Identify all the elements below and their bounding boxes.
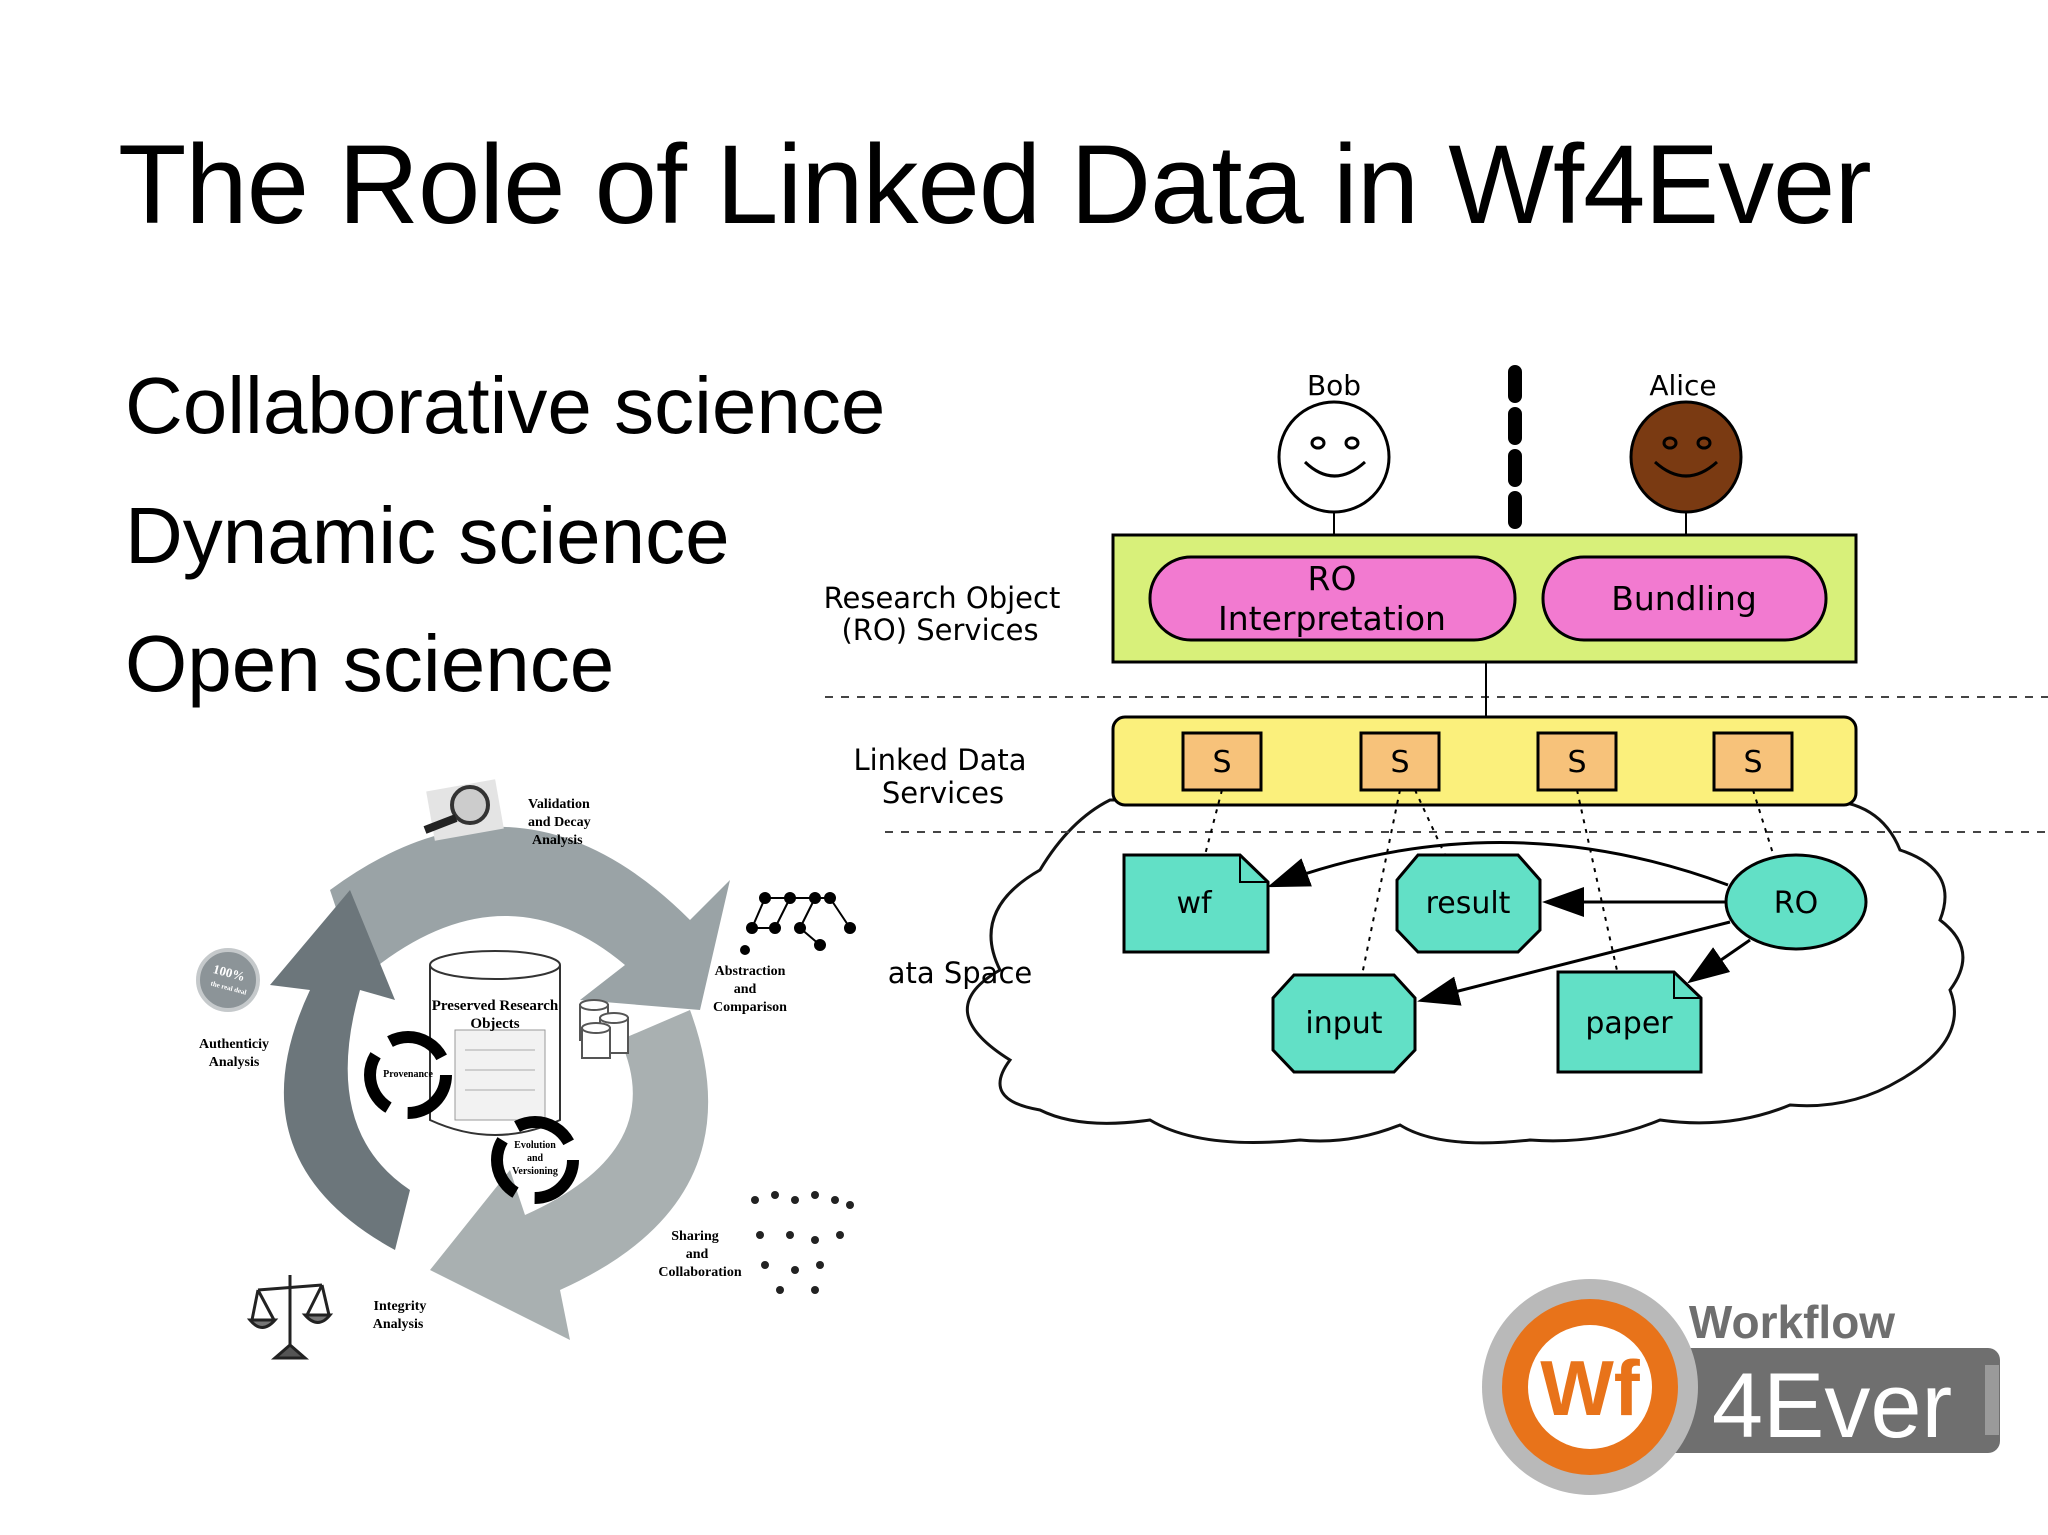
bob-label: Bob bbox=[1307, 369, 1361, 402]
service-s-1: S bbox=[1212, 745, 1231, 780]
input-label: input bbox=[1305, 1006, 1382, 1041]
validation-label-2: and Decay bbox=[528, 815, 591, 830]
authenticity-label-1: Authenticiy bbox=[199, 1037, 269, 1052]
service-s-4: S bbox=[1743, 745, 1762, 780]
sharing-label-1: Sharing bbox=[671, 1229, 718, 1244]
evolution-label-2: and bbox=[527, 1153, 544, 1164]
people-network-icon bbox=[751, 1191, 854, 1294]
paper-node bbox=[1556, 970, 1703, 1074]
slide-title: The Role of Linked Data in Wf4Ever bbox=[118, 122, 1872, 247]
linked-data-band bbox=[1111, 715, 1858, 807]
logo-4ever-text: 4Ever bbox=[1712, 1355, 1952, 1457]
ro-interpretation-pill bbox=[1148, 555, 1517, 642]
bundling-label: Bundling bbox=[1611, 579, 1757, 618]
bundling-pill bbox=[1541, 555, 1828, 642]
sharing-label-3: Collaboration bbox=[658, 1265, 741, 1280]
ro-services-label-1: Research Object bbox=[824, 581, 1061, 615]
scales-icon bbox=[246, 1275, 334, 1360]
result-node bbox=[1395, 853, 1542, 954]
badge-icon bbox=[196, 948, 260, 1012]
service-s-2: S bbox=[1390, 745, 1409, 780]
service-links bbox=[1204, 789, 1776, 976]
logo-bar bbox=[1660, 1348, 2000, 1453]
preserved-label-2: Objects bbox=[470, 1016, 519, 1032]
ld-services-label-2: Services bbox=[882, 776, 1004, 810]
abstraction-label-2: and bbox=[734, 982, 757, 997]
alice-label: Alice bbox=[1649, 369, 1716, 402]
database-icon bbox=[579, 999, 629, 1059]
lifecycle-arrows bbox=[270, 826, 730, 1340]
service-s-3: S bbox=[1567, 745, 1586, 780]
result-label: result bbox=[1426, 886, 1511, 921]
alice-avatar bbox=[1629, 400, 1743, 514]
preserved-label-1: Preserved Research bbox=[432, 998, 559, 1014]
paper-label: paper bbox=[1585, 1006, 1673, 1041]
data-space-label: ata Space bbox=[888, 956, 1033, 990]
ro-services-label-2: (RO) Services bbox=[841, 613, 1038, 647]
evolution-label-1: Evolution bbox=[514, 1140, 556, 1151]
ro-interpretation-label-2: Interpretation bbox=[1218, 599, 1446, 638]
logo-wf-text: Wf bbox=[1540, 1344, 1641, 1432]
evolution-label-3: Versioning bbox=[512, 1166, 558, 1177]
bullet-dynamic: Dynamic science bbox=[125, 491, 730, 580]
ro-interpretation-label-1: RO bbox=[1308, 559, 1357, 598]
magnifier-icon bbox=[423, 779, 504, 841]
bob-avatar bbox=[1277, 400, 1391, 514]
graph-network-icon bbox=[740, 892, 856, 955]
wf-label: wf bbox=[1176, 886, 1213, 921]
ro-label: RO bbox=[1774, 886, 1818, 921]
logo-workflow-text: Workflow bbox=[1689, 1296, 1895, 1348]
validation-label-1: Validation bbox=[528, 797, 590, 812]
bullet-collaborative: Collaborative science bbox=[125, 361, 886, 450]
integrity-label-2: Analysis bbox=[373, 1317, 424, 1332]
bullet-open: Open science bbox=[125, 619, 615, 708]
preserved-objects-cylinder bbox=[429, 950, 561, 1136]
integrity-label-1: Integrity bbox=[374, 1299, 427, 1314]
wf-node bbox=[1122, 853, 1270, 954]
abstraction-label-3: Comparison bbox=[713, 1000, 787, 1015]
provenance-label: Provenance bbox=[383, 1069, 433, 1080]
authenticity-label-2: Analysis bbox=[209, 1055, 260, 1070]
sharing-label-2: and bbox=[686, 1247, 709, 1262]
validation-label-3: Analysis bbox=[532, 833, 583, 848]
ro-arrows bbox=[1267, 841, 1751, 1006]
provenance-cycle-icon bbox=[364, 1031, 452, 1119]
abstraction-label-1: Abstraction bbox=[715, 964, 786, 979]
ld-services-label-1: Linked Data bbox=[853, 743, 1026, 777]
evolution-cycle-icon bbox=[491, 1116, 579, 1204]
input-node bbox=[1271, 973, 1417, 1074]
